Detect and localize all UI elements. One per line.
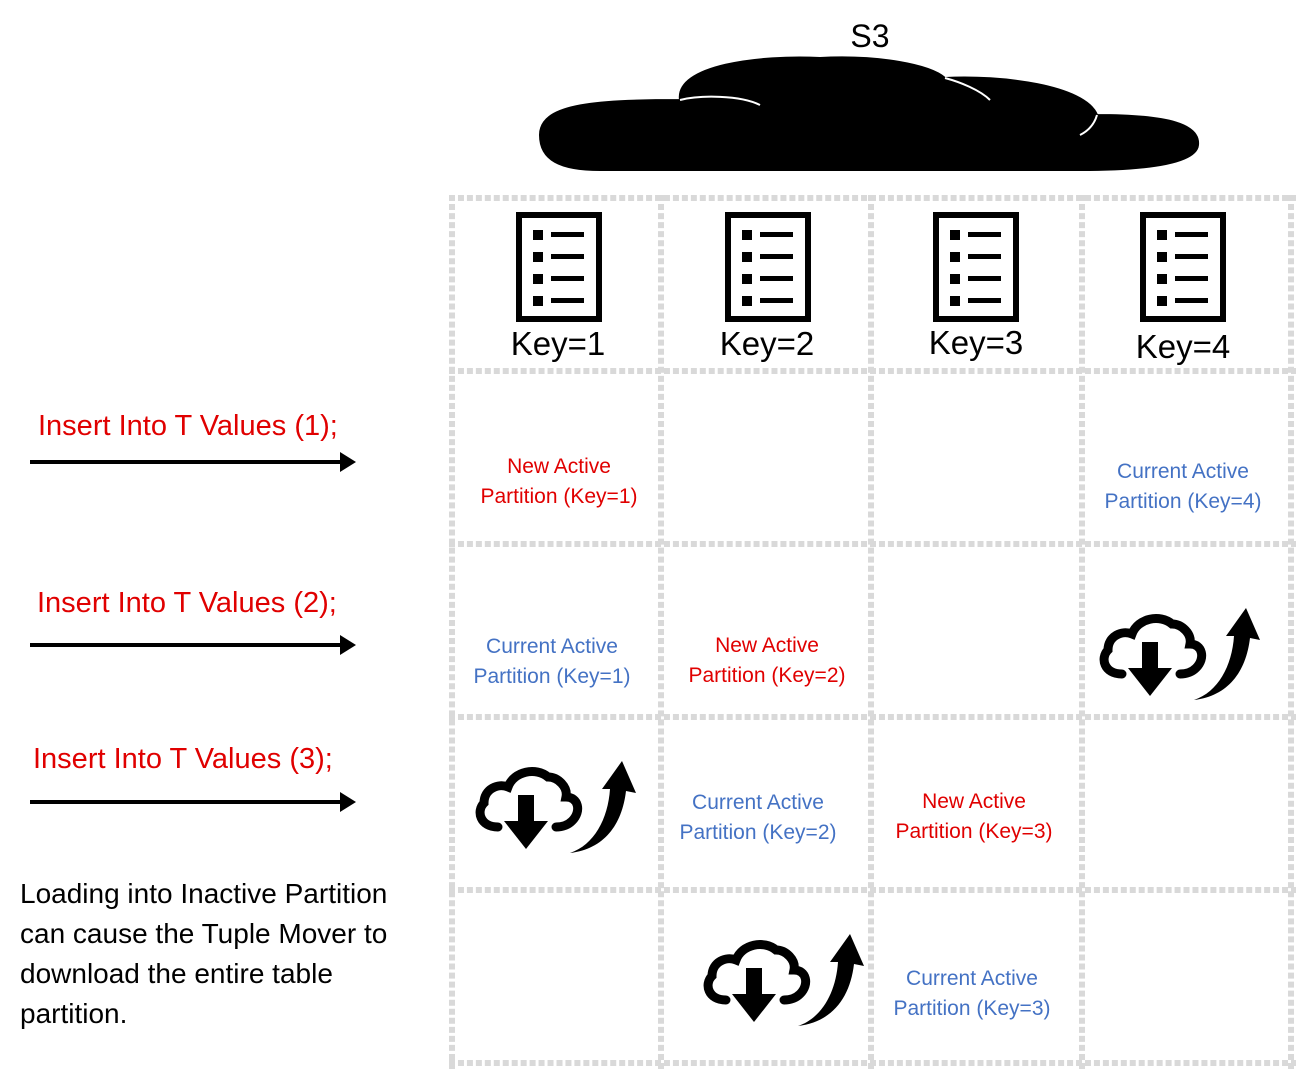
partition-status-line: Partition (Key=2)	[688, 664, 846, 687]
partition-status-line: Partition (Key=1)	[473, 665, 631, 688]
insert-statement-3: Insert Into T Values (3);	[33, 743, 333, 775]
partition-status-line: Current Active	[486, 635, 618, 658]
tuple-mover-note: Loading into Inactive Partition can caus…	[20, 878, 388, 1029]
partition-status-line: New Active	[715, 634, 819, 657]
partition-status-cell: New Active Partition (Key=3)	[869, 787, 1079, 847]
partition-status-line: Partition (Key=2)	[679, 821, 837, 844]
right-arrow-icon	[30, 452, 356, 472]
partition-status-line: Partition (Key=3)	[893, 997, 1051, 1020]
partition-status-cell: New Active Partition (Key=1)	[454, 452, 664, 512]
partition-status-line: Partition (Key=3)	[895, 820, 1053, 843]
document-list-icon	[516, 212, 602, 322]
s3-label: S3	[850, 18, 890, 54]
partition-status-line: Current Active	[692, 791, 824, 814]
key-label-4: Key=4	[1135, 328, 1231, 365]
cloud-download-upload-icon	[475, 761, 636, 853]
partition-status-line: Partition (Key=4)	[1104, 490, 1262, 513]
partition-status-line: New Active	[507, 455, 611, 478]
key-label-2: Key=2	[719, 325, 815, 362]
document-list-icon	[725, 212, 811, 322]
cloud-download-upload-icon	[703, 934, 864, 1026]
partition-status-line: Current Active	[906, 967, 1038, 990]
insert-statement-1: Insert Into T Values (1);	[38, 410, 338, 442]
key-label-1: Key=1	[510, 325, 606, 362]
partition-status-cell: Current Active Partition (Key=4)	[1078, 457, 1288, 517]
insert-statement-2: Insert Into T Values (2);	[37, 587, 337, 619]
partition-status-cell: New Active Partition (Key=2)	[662, 631, 872, 691]
key-label-3: Key=3	[928, 324, 1024, 361]
document-list-icon	[933, 212, 1019, 322]
s3-cloud-icon	[538, 56, 1200, 171]
partition-status-cell: Current Active Partition (Key=1)	[447, 632, 657, 692]
partition-status-cell: Current Active Partition (Key=3)	[867, 964, 1077, 1024]
right-arrow-icon	[30, 635, 356, 655]
partition-status-line: Partition (Key=1)	[480, 485, 638, 508]
partition-status-cell: Current Active Partition (Key=2)	[653, 788, 863, 848]
cloud-download-upload-icon	[1099, 608, 1260, 700]
right-arrow-icon	[30, 792, 356, 812]
document-list-icon	[1140, 212, 1226, 322]
partition-status-line: New Active	[922, 790, 1026, 813]
partition-status-line: Current Active	[1117, 460, 1249, 483]
